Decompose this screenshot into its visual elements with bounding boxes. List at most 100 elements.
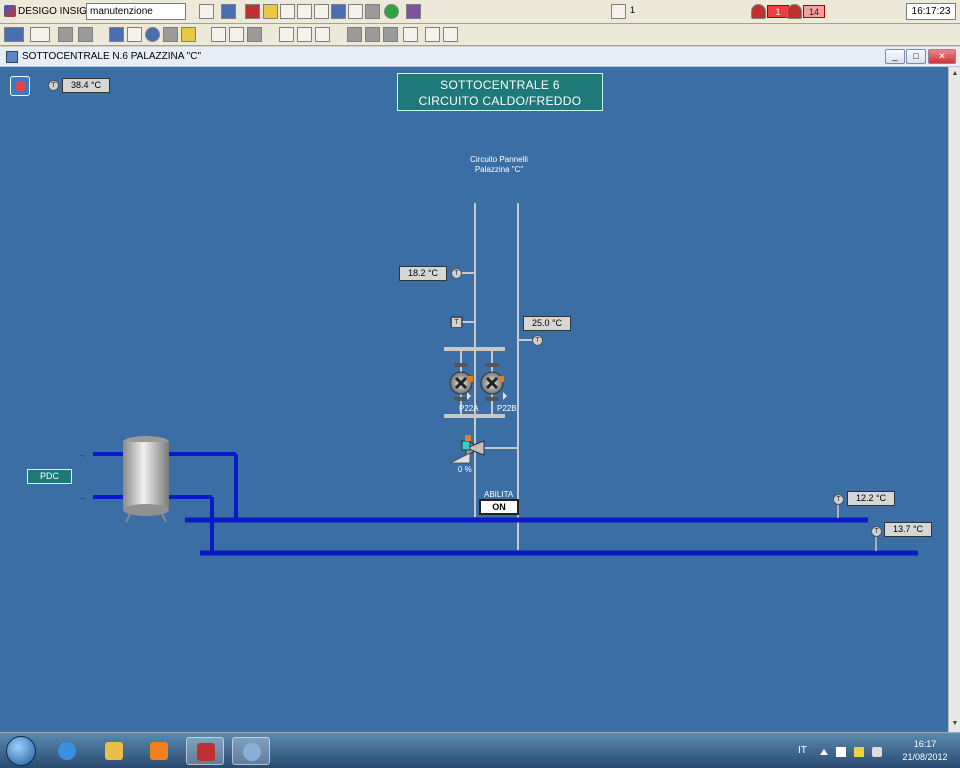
desigo-app-icon <box>197 743 215 761</box>
layout-4-icon[interactable] <box>403 27 418 42</box>
app-title: DESIGO INSIGHT <box>4 5 100 17</box>
circuit-label: Circuito Pannelli Palazzina "C" <box>449 155 549 175</box>
print-setup-icon[interactable] <box>247 27 262 42</box>
alarm-red-count[interactable]: 1 <box>767 5 789 18</box>
layout-6-icon[interactable] <box>443 27 458 42</box>
ie-icon <box>58 742 76 760</box>
outdoor-temp[interactable]: 38.4 °C <box>62 78 110 93</box>
tools-icon[interactable] <box>365 4 380 19</box>
plant-icon[interactable] <box>127 27 142 42</box>
layout-2-icon[interactable] <box>365 27 380 42</box>
close-button[interactable]: ✕ <box>928 49 956 64</box>
back-icon[interactable] <box>4 27 24 42</box>
alarm-pink-count[interactable]: 14 <box>803 5 825 18</box>
outdoor-sensor-icon[interactable]: T <box>48 80 59 91</box>
window-icon <box>6 51 18 63</box>
alarm-red-icon[interactable] <box>751 4 766 19</box>
folder-icon <box>105 742 123 760</box>
tree-icon[interactable] <box>109 27 124 42</box>
plant-graphic-canvas: → → <box>0 67 948 732</box>
alarm-pink-icon[interactable] <box>787 4 802 19</box>
supply-sensor-icon[interactable]: T <box>451 268 462 279</box>
layout-3-icon[interactable] <box>383 27 398 42</box>
info-book-icon[interactable] <box>406 4 421 19</box>
minimize-button[interactable]: _ <box>885 49 905 64</box>
svg-text:→: → <box>78 450 86 459</box>
window-2-icon[interactable] <box>297 27 312 42</box>
window-1-icon[interactable] <box>279 27 294 42</box>
primary-1-sensor-icon[interactable]: T <box>833 494 844 505</box>
app-clock: 16:17:23 <box>906 3 956 20</box>
mixing-valve-icon <box>449 435 486 464</box>
app-toolbar: DESIGO INSIGHT manutenzione 1 1 14 16:17… <box>0 0 960 24</box>
primary-2-temp[interactable]: 13.7 °C <box>884 522 932 537</box>
layout-1-icon[interactable] <box>347 27 362 42</box>
primary-1-temp[interactable]: 12.2 °C <box>847 491 895 506</box>
pump-p22b-icon <box>480 363 507 401</box>
media-player-icon <box>150 742 168 760</box>
window-title: SOTTOCENTRALE N.6 PALAZZINA "C" <box>22 51 201 62</box>
taskbar-date: 21/08/2012 <box>902 752 948 762</box>
graphic-icon[interactable] <box>181 27 196 42</box>
forward-icon[interactable] <box>30 27 50 42</box>
taskbar-explorer[interactable] <box>95 737 133 765</box>
enable-label: ABILITA <box>484 490 514 499</box>
printer-icon[interactable] <box>211 27 226 42</box>
flag-icon[interactable] <box>836 747 846 757</box>
taskbar-paint[interactable] <box>232 737 270 765</box>
report-icon[interactable] <box>245 4 260 19</box>
alarm-icon <box>15 81 26 92</box>
start-button[interactable] <box>6 736 36 766</box>
layer-icon[interactable] <box>163 27 178 42</box>
pump-p22a-icon <box>449 363 473 401</box>
pump-a-label: P22A <box>459 404 479 413</box>
return-sensor-icon[interactable]: T <box>532 335 543 346</box>
alarm-bell-icon[interactable] <box>263 4 278 19</box>
scroll-up-icon[interactable]: ▲ <box>951 70 959 77</box>
clock-icon[interactable] <box>348 4 363 19</box>
alarm-button[interactable] <box>10 76 30 96</box>
secondary-toolbar <box>0 24 960 46</box>
network-icon[interactable] <box>611 4 626 19</box>
compass-icon[interactable] <box>145 27 160 42</box>
svg-text:→: → <box>78 493 86 502</box>
vertical-scrollbar[interactable]: ▲ ▼ <box>948 67 960 732</box>
thermostat-icon[interactable]: T <box>451 317 462 328</box>
taskbar-ie[interactable] <box>48 737 86 765</box>
app-name: DESIGO INSIGHT <box>18 5 101 17</box>
trend-icon[interactable] <box>280 4 295 19</box>
tray-expand-icon[interactable] <box>820 749 828 755</box>
scroll-down-icon[interactable]: ▼ <box>951 720 959 727</box>
table-icon[interactable] <box>314 4 329 19</box>
language-indicator[interactable]: IT <box>798 745 807 756</box>
preview-icon[interactable] <box>229 27 244 42</box>
supply-temp[interactable]: 18.2 °C <box>399 266 447 281</box>
primary-2-sensor-icon[interactable]: T <box>871 526 882 537</box>
window-3-icon[interactable] <box>315 27 330 42</box>
taskbar-time: 16:17 <box>913 739 937 749</box>
nav-up-icon[interactable] <box>58 27 73 42</box>
user-field[interactable]: manutenzione <box>86 3 186 20</box>
zoom-icon[interactable] <box>331 4 346 19</box>
window-titlebar: SOTTOCENTRALE N.6 PALAZZINA "C" _ □ ✕ <box>0 47 960 67</box>
volume-icon[interactable] <box>872 747 882 757</box>
print-icon[interactable] <box>221 4 236 19</box>
taskbar-desigo[interactable] <box>186 737 224 765</box>
windows-taskbar: IT 16:17 21/08/2012 <box>0 732 960 768</box>
enable-on-button[interactable]: ON <box>479 499 519 515</box>
header-line2: CIRCUITO CALDO/FREDDO <box>418 94 582 108</box>
book-icon[interactable] <box>297 4 312 19</box>
copy-icon[interactable] <box>199 4 214 19</box>
circuit-label-line1: Circuito Pannelli <box>470 155 528 164</box>
return-temp[interactable]: 25.0 °C <box>523 316 571 331</box>
network-tray-icon[interactable] <box>854 747 864 757</box>
nav-down-icon[interactable] <box>78 27 93 42</box>
taskbar-media[interactable] <box>140 737 178 765</box>
layout-5-icon[interactable] <box>425 27 440 42</box>
piping-diagram: → → <box>78 203 918 556</box>
taskbar-clock[interactable]: 16:17 21/08/2012 <box>896 738 954 764</box>
pdc-button[interactable]: PDC <box>27 469 72 484</box>
valve-position: 0 % <box>458 465 472 474</box>
maximize-button[interactable]: □ <box>906 49 926 64</box>
check-icon[interactable] <box>384 4 399 19</box>
